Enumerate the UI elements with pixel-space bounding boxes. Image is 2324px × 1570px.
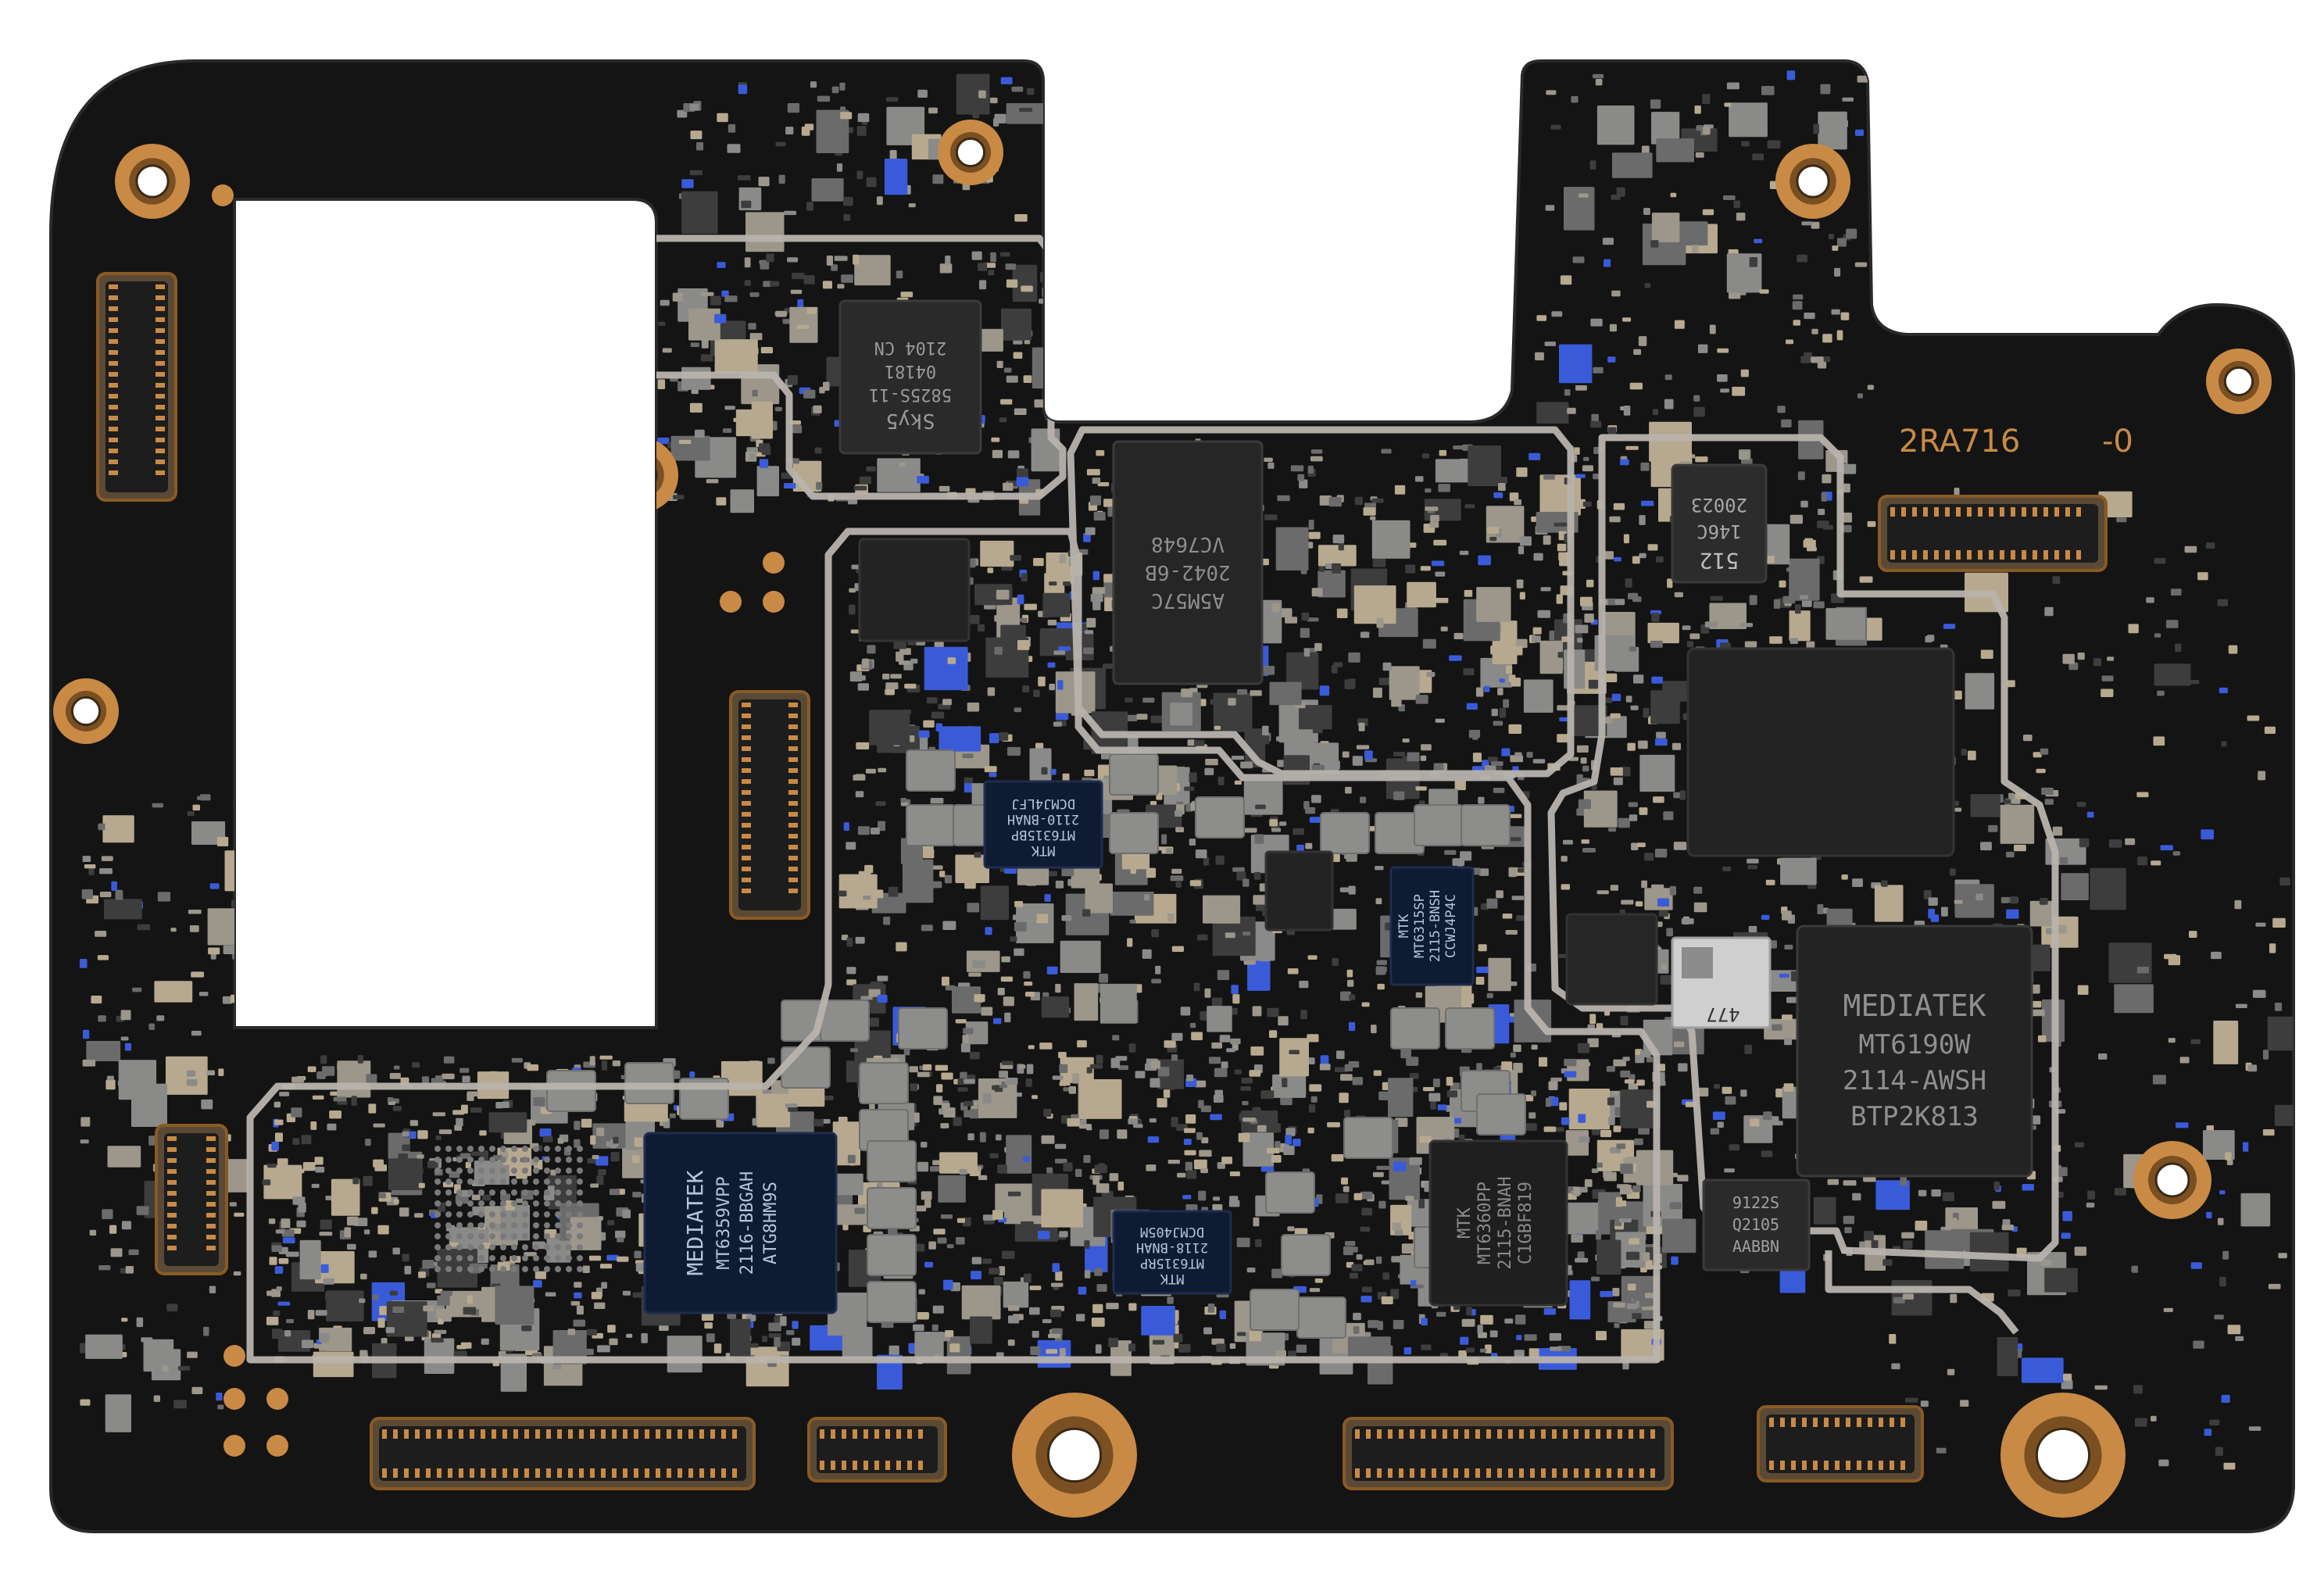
chip-pmic-a-line3: 2110-BNAH bbox=[1007, 811, 1079, 827]
chip-modem-line3: 2114-AWSH bbox=[1843, 1065, 1986, 1096]
chip-modem-line2: MT6190W bbox=[1858, 1029, 1971, 1060]
chip-sensor-512: 512 146C 20023 bbox=[1671, 463, 1768, 584]
chip-pmic-b-line1: MTK bbox=[1396, 914, 1412, 938]
test-pad-8 bbox=[720, 591, 742, 613]
connector-left-top bbox=[96, 272, 177, 502]
chip-dark-a bbox=[858, 538, 971, 642]
chip-pmu-line2: MT6359VPP bbox=[714, 1176, 734, 1269]
chip-modem-line4: BTP2K813 bbox=[1850, 1101, 1979, 1132]
ic-packages: Sky5 5825S-11 04181 2104 CN A5M57C 2042-… bbox=[643, 299, 2033, 1314]
shield-right-modem bbox=[1547, 434, 2059, 1262]
chip-pmic-d-line4: C1GBF819 bbox=[1516, 1182, 1536, 1264]
test-pad-4 bbox=[223, 1435, 245, 1457]
mounting-hole-1 bbox=[115, 144, 190, 219]
chip-sky5-line3: 04181 bbox=[885, 361, 936, 381]
shield-main bbox=[246, 528, 1661, 1364]
test-pad-7 bbox=[763, 591, 785, 613]
chip-mt6315rp: MTK MT6315RP 2118-BNAH DCMJ405M bbox=[1112, 1210, 1232, 1295]
chip-pmic-c-line3: 2118-BNAH bbox=[1136, 1239, 1208, 1255]
chip-rf-line3: AABBN bbox=[1732, 1237, 1779, 1256]
chip-pmic-b-line2: MT6315SP bbox=[1412, 894, 1428, 958]
chip-sensor-line3: 20023 bbox=[1691, 494, 1747, 516]
chip-pmic-b-line4: CCWJ4P4C bbox=[1443, 894, 1459, 958]
chip-pmic-d-line1: MTK bbox=[1455, 1207, 1475, 1238]
connector-left-bottom bbox=[155, 1124, 228, 1275]
chip-mt6315bp: MTK MT6315BP 2110-BNAH DCMJ4LFJ bbox=[983, 780, 1103, 869]
chip-pmu-line4: ATG8HM9S bbox=[761, 1182, 781, 1264]
chip-small-label: 477 bbox=[1706, 1003, 1739, 1025]
connector-bottom-4 bbox=[1757, 1405, 1924, 1482]
chip-memory: A5M57C 2042-6B VC7648 bbox=[1112, 440, 1264, 685]
chip-sky5-line1: Sky5 bbox=[886, 409, 935, 432]
chip-sky5: Sky5 5825S-11 04181 2104 CN bbox=[838, 299, 982, 455]
mounting-hole-8 bbox=[2000, 1393, 2126, 1518]
connector-center-left bbox=[729, 690, 810, 920]
chip-pmic-b-line3: 2115-BNSH bbox=[1428, 890, 1443, 962]
board-silkscreen-id: 2RA716 bbox=[1899, 424, 2020, 460]
chip-9122s: 9122S Q2105 AABBN bbox=[1702, 1178, 1811, 1271]
mounting-hole-3 bbox=[938, 120, 1003, 185]
mounting-hole-7 bbox=[1012, 1393, 1137, 1518]
mounting-hole-2 bbox=[603, 438, 678, 513]
chip-pmic-c-line2: MT6315RP bbox=[1140, 1255, 1204, 1271]
test-pad-6 bbox=[763, 552, 785, 574]
chip-pmic-a-line4: DCMJ4LFJ bbox=[1011, 796, 1075, 811]
test-pad-9 bbox=[212, 184, 234, 206]
test-pad-5 bbox=[266, 1435, 288, 1457]
chip-sky5-line4: 2104 CN bbox=[874, 338, 947, 357]
chip-477: 477 bbox=[1671, 936, 1772, 1029]
chip-dark-b bbox=[1565, 913, 1658, 1006]
chip-modem-line1: MEDIATEK bbox=[1843, 989, 1986, 1023]
board-silkscreen-rev: -0 bbox=[2102, 424, 2133, 460]
chip-pmic-c-line1: MTK bbox=[1160, 1271, 1184, 1286]
board-connectors bbox=[96, 272, 2108, 1490]
chip-memory-line2: 2042-6B bbox=[1145, 560, 1231, 584]
mounting-hole-5 bbox=[2206, 349, 2272, 414]
chip-pmu-line1: MEDIATEK bbox=[682, 1170, 708, 1275]
mounting-hole-6 bbox=[53, 678, 119, 744]
chip-pmic-d-line2: MT6360PP bbox=[1475, 1182, 1495, 1264]
chip-sensor-line1: 512 bbox=[1700, 548, 1739, 574]
chip-mt6360pp: MTK MT6360PP 2115-BNAH C1GBF819 bbox=[1428, 1139, 1568, 1307]
chip-mt6315sp: MTK MT6315SP 2115-BNSH CCWJ4P4C bbox=[1389, 866, 1475, 986]
chip-memory-line3: VC7648 bbox=[1151, 532, 1225, 556]
chip-pmic-a-line1: MTK bbox=[1031, 842, 1055, 858]
rf-shield-outlines bbox=[246, 234, 2059, 1364]
connector-right-top bbox=[1878, 495, 2108, 572]
chip-sky5-line2: 5825S-11 bbox=[869, 384, 952, 404]
chip-sensor-line2: 146C bbox=[1697, 520, 1742, 542]
shield-bottom-right bbox=[1825, 1250, 2019, 1335]
chip-rf-line1: 9122S bbox=[1732, 1193, 1779, 1212]
connector-bottom-1 bbox=[370, 1417, 756, 1490]
chip-mt6190w: MEDIATEK MT6190W 2114-AWSH BTP2K813 bbox=[1796, 924, 2033, 1178]
chip-soc bbox=[1686, 647, 1955, 857]
mounting-hole-9 bbox=[2133, 1141, 2211, 1219]
test-pad-2 bbox=[223, 1388, 245, 1410]
mounting-hole-4 bbox=[1775, 144, 1850, 219]
chip-dark-c bbox=[1264, 850, 1334, 932]
chip-memory-line1: A5M57C bbox=[1151, 588, 1225, 612]
connector-bottom-2 bbox=[807, 1417, 947, 1482]
chip-mt6359vpp: MEDIATEK MT6359VPP 2116-BBGAH ATG8HM9S bbox=[643, 1132, 838, 1314]
test-pad-3 bbox=[266, 1388, 288, 1410]
chip-pmic-d-line3: 2115-BNAH bbox=[1496, 1176, 1515, 1269]
chip-pmu-line3: 2116-BBGAH bbox=[738, 1171, 757, 1275]
chip-pmic-c-line4: DCMJ405M bbox=[1140, 1224, 1204, 1239]
connector-bottom-3 bbox=[1343, 1417, 1674, 1490]
chip-rf-line2: Q2105 bbox=[1732, 1215, 1779, 1234]
test-pad-1 bbox=[223, 1345, 245, 1367]
chip-pmic-a-line2: MT6315BP bbox=[1011, 827, 1075, 842]
